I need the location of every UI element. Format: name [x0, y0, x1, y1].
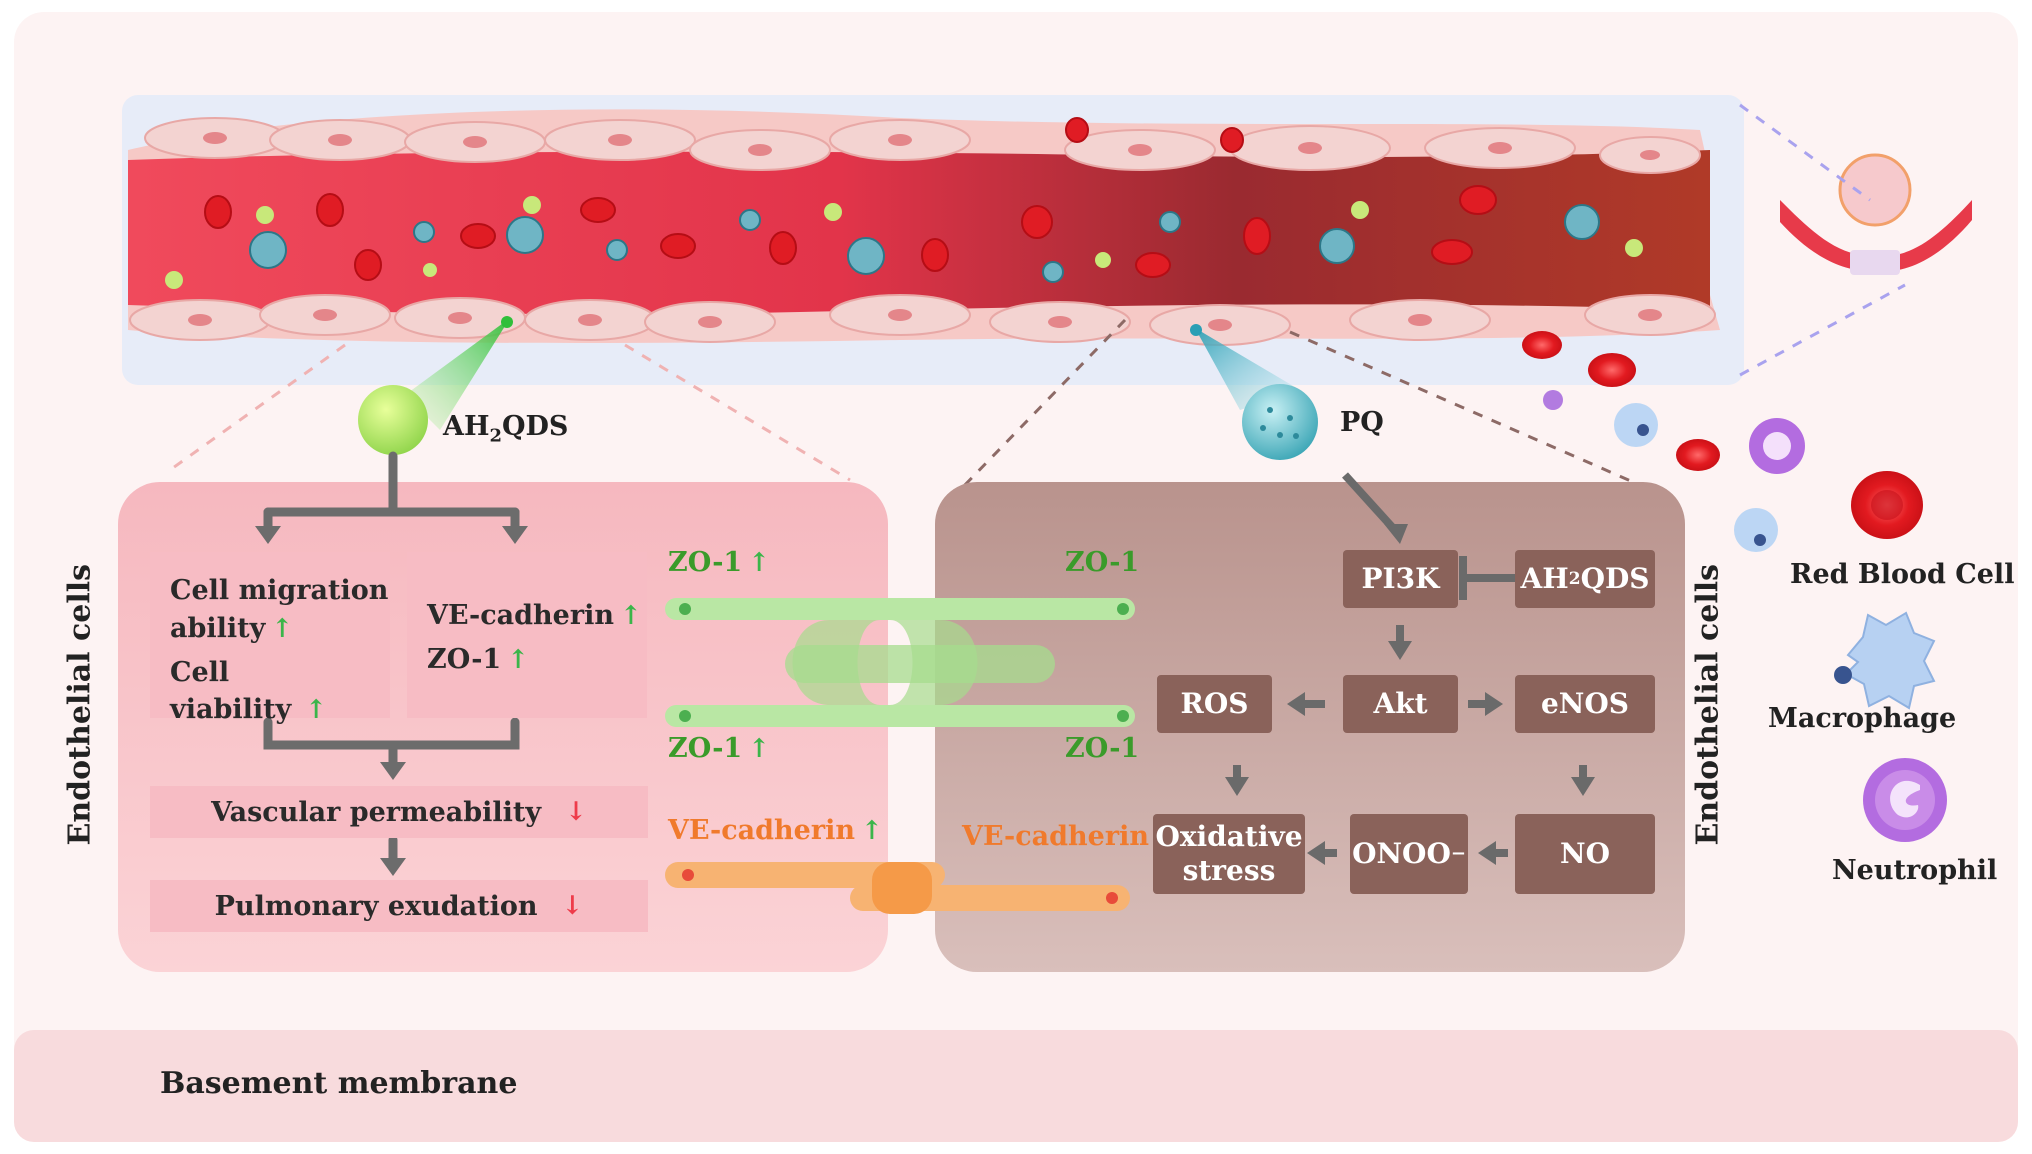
pulmonary-exudation-box: Pulmonary exudation ↓ [150, 880, 648, 932]
pq-label: PQ [1340, 407, 1384, 438]
ve-cadherin-label: VE-cadherin [427, 600, 614, 631]
pulmonary-exudation-label: Pulmonary exudation [214, 890, 538, 922]
cell-migration-label: Cell migration [170, 575, 389, 606]
cell-viability-label: Cell viability [170, 656, 292, 726]
down-arrow-icon: ↓ [561, 891, 584, 921]
legend-icons [1834, 471, 1947, 842]
basement-membrane-band [14, 1030, 2018, 1142]
enos-box: eNOS [1515, 675, 1655, 733]
down-arrow-icon: ↓ [565, 797, 587, 827]
up-arrow-icon: ↑ [507, 644, 530, 675]
zo1-label: ZO-1 [427, 643, 502, 675]
zo1-junction-top-left: ZO-1↑ [668, 547, 771, 578]
ah2qds-target-dot [501, 316, 513, 328]
ah2qds-particle [358, 385, 428, 455]
basement-membrane-label: Basement membrane [160, 1066, 518, 1101]
legend-red-blood-cell-label: Red Blood Cell [1790, 559, 2015, 590]
ve-cadherin-junction-left: VE-cadherin↑ [668, 815, 883, 846]
vessel-inset [1780, 153, 1972, 275]
ros-box: ROS [1157, 675, 1272, 733]
akt-box: Akt [1343, 675, 1458, 733]
left-flow-lines [263, 451, 520, 867]
legend-macrophage-label: Macrophage [1768, 703, 1957, 734]
vascular-permeability-box: Vascular permeability ↓ [150, 786, 648, 838]
cell-function-box: Cell migration ability↑ Cell viability↑ [150, 552, 390, 725]
pq-target-dot [1190, 324, 1202, 336]
zo1-junction-top-right: ZO-1 [1065, 547, 1140, 578]
no-box: NO [1515, 814, 1655, 894]
endothelial-cells-label-right: Endothelial cells [1690, 563, 1726, 846]
pi3k-box: PI3K [1343, 550, 1458, 608]
blood-vessel [122, 95, 1744, 385]
up-arrow-icon: ↑ [271, 613, 294, 644]
up-arrow-icon: ↑ [619, 601, 642, 631]
zo1-junction-bottom-left: ZO-1↑ [668, 733, 771, 764]
tight-junction-zo1 [665, 598, 1135, 727]
ah2qds-label: AH2QDS [443, 411, 569, 447]
extravasated-cells [1522, 331, 1805, 552]
junction-protein-box: VE-cadherin↑ ZO-1↑ [407, 552, 647, 718]
adherens-junction-ve-cadherin [665, 862, 1130, 914]
endothelial-cells-label-left: Endothelial cells [62, 563, 98, 846]
pq-particle [1242, 384, 1318, 460]
ve-cadherin-junction-right: VE-cadherin [962, 821, 1149, 852]
ah2qds-beam [405, 318, 510, 430]
vascular-permeability-label: Vascular permeability [211, 796, 542, 828]
zo1-junction-bottom-right: ZO-1 [1065, 733, 1140, 764]
up-arrow-icon: ↑ [305, 695, 328, 726]
zoom-guides [169, 103, 1906, 492]
inhibition-line [1459, 556, 1515, 600]
onoo-box: ONOO− [1350, 814, 1468, 894]
cell-migration-ability-label: ability [170, 612, 266, 644]
legend-neutrophil-label: Neutrophil [1832, 855, 1998, 886]
